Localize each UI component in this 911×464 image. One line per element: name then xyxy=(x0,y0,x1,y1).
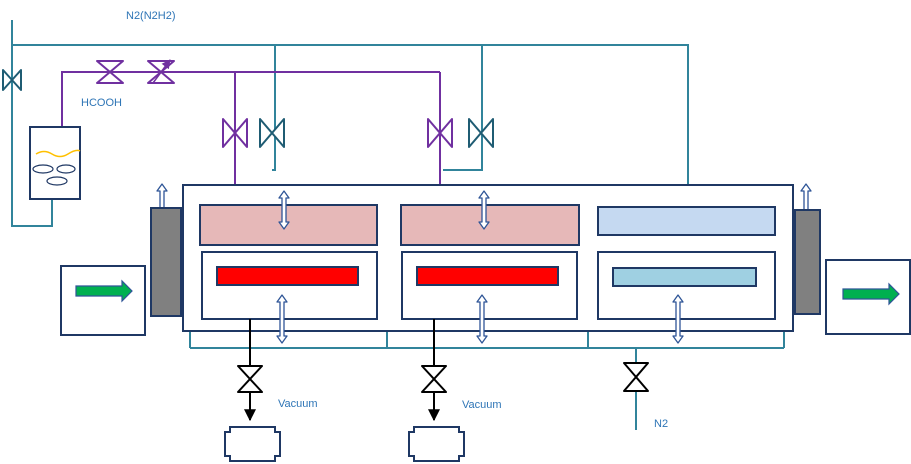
valve-hcooh-zone2[interactable] xyxy=(427,118,453,148)
valve-icon xyxy=(421,365,447,393)
hcooh-source-line xyxy=(61,71,440,127)
n2-branch-zone1 xyxy=(272,45,276,171)
label-hcooh: HCOOH xyxy=(81,97,122,109)
zone2-upper-plate xyxy=(400,204,580,246)
vacuum-pump-icon[interactable] xyxy=(224,426,281,462)
bubble xyxy=(32,164,54,174)
zone1-heater xyxy=(216,266,359,286)
label-vacuum-right: Vacuum xyxy=(462,399,502,411)
door-lift-arrow-right xyxy=(800,183,812,211)
lift-arrow-zone3-lower xyxy=(672,294,684,344)
valve-n2-zone2[interactable] xyxy=(468,118,494,148)
zone2-heater xyxy=(416,266,559,286)
hcooh-bubbler xyxy=(29,126,81,200)
conveyor-arrow-icon xyxy=(75,279,133,303)
zone3-upper-plate xyxy=(597,206,776,236)
lift-indicators xyxy=(156,183,812,344)
label-vacuum-left: Vacuum xyxy=(278,398,318,410)
valve-icon xyxy=(237,365,263,393)
lift-arrow-zone1-upper xyxy=(278,190,290,230)
valve-n2-zone1[interactable] xyxy=(259,118,285,148)
valve-icon xyxy=(468,118,494,148)
n2-header-line xyxy=(12,44,694,208)
valve-n2-supply[interactable] xyxy=(2,69,22,91)
valve-icon xyxy=(623,362,649,392)
vacuum-pump-icon[interactable] xyxy=(408,426,465,462)
valve-icon xyxy=(96,60,124,84)
valve-icon xyxy=(222,118,248,148)
needle-valve-arrow xyxy=(152,59,171,84)
valve-icon xyxy=(427,118,453,148)
valve-icon xyxy=(259,118,285,148)
lift-arrow-zone2-upper xyxy=(478,190,490,230)
exit-door xyxy=(794,209,821,315)
valve-n2-bottom[interactable] xyxy=(623,362,649,392)
bubble xyxy=(56,164,76,174)
valve-hcooh-zone1[interactable] xyxy=(222,118,248,148)
hcooh-lines xyxy=(61,71,446,207)
door-lift-arrow-left xyxy=(156,183,168,211)
valve-vacuum-left[interactable] xyxy=(237,365,263,393)
n2-branch-zone2 xyxy=(443,45,483,171)
label-n2-supply: N2(N2H2) xyxy=(126,10,176,22)
valve-icon xyxy=(2,69,22,91)
bubble xyxy=(46,176,68,186)
conveyor-arrow-icon xyxy=(842,282,900,306)
needle-valve-hcooh[interactable] xyxy=(147,59,175,84)
lift-arrow-zone1-lower xyxy=(276,294,288,344)
entrance-door xyxy=(150,207,182,317)
zone3-cooler xyxy=(612,267,757,287)
lift-arrow-zone2-lower xyxy=(476,294,488,344)
n2-supply-main-line xyxy=(11,20,53,227)
load-station xyxy=(60,265,146,336)
label-n2-bottom: N2 xyxy=(654,418,668,430)
valve-vacuum-right[interactable] xyxy=(421,365,447,393)
valve-hcooh-1[interactable] xyxy=(96,60,124,84)
bubbler-icon xyxy=(29,126,81,200)
bubbler-liquid-surface xyxy=(35,149,81,158)
zone1-upper-plate xyxy=(199,204,378,246)
